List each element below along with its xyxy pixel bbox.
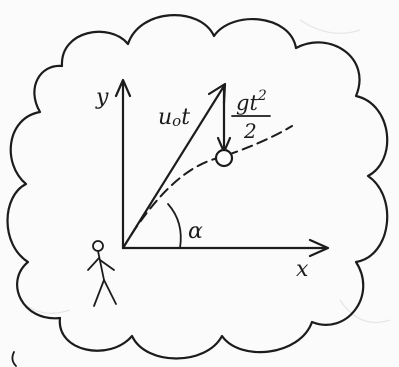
velocity-term-label: uot — [158, 105, 190, 130]
velocity-term-sub: o — [172, 112, 181, 130]
gravity-den: 2 — [243, 119, 257, 143]
angle-label: α — [188, 219, 203, 244]
projectile-ball-icon — [214, 148, 234, 168]
svg-text:gt2: gt2 — [236, 88, 267, 115]
velocity-vector — [121, 82, 227, 250]
gravity-drop-vector — [216, 84, 232, 154]
stick-figure-icon — [87, 240, 117, 307]
trajectory-curve — [122, 125, 293, 249]
cloud-tail-mark — [11, 351, 17, 367]
gravity-num-exp: 2 — [257, 88, 267, 104]
gravity-num-g: g — [236, 91, 249, 115]
velocity-term-tail: t — [181, 105, 190, 130]
x-axis — [121, 238, 330, 258]
thought-cloud-outline — [6, 14, 389, 360]
gravity-num-t: t — [249, 91, 258, 115]
velocity-term-base: u — [158, 105, 172, 130]
angle-arc — [167, 203, 182, 249]
x-axis-label: x — [296, 257, 309, 282]
y-axis — [114, 78, 132, 250]
paper-background-marks — [19, 19, 391, 324]
gravity-term-label: gt2 2 — [231, 88, 271, 143]
y-axis-label: y — [95, 85, 109, 110]
